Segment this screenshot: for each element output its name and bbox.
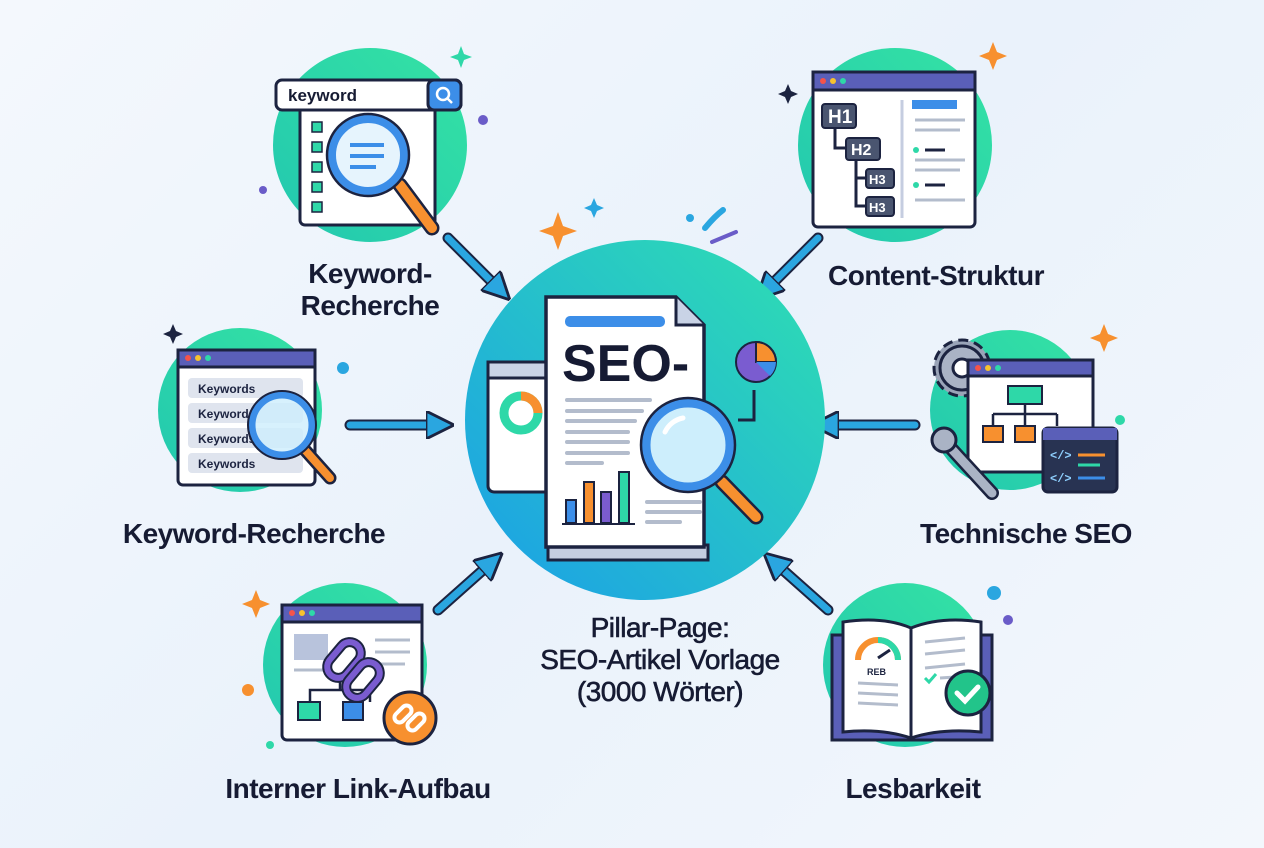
wrench-icon — [930, 426, 999, 500]
node-readability: REB — [823, 583, 994, 747]
keyword-item: Keywords — [198, 457, 256, 471]
label-content-structure: Content-Struktur — [828, 260, 1044, 291]
center-label-line: SEO-Artikel Vorlage — [540, 644, 781, 676]
label-technical-seo: Technische SEO — [920, 518, 1132, 549]
heading-h3: H3 — [869, 172, 886, 187]
center-label-line: Pillar-Page: — [590, 612, 730, 644]
label-line: Keyword- — [308, 258, 432, 289]
keyword-item: Keywords — [198, 407, 256, 421]
node-internal-linking — [263, 583, 438, 747]
arrow-bottom-left — [432, 562, 492, 616]
gauge-text: REB — [867, 667, 887, 677]
keyword-item: Keywords — [198, 382, 256, 396]
node-keyword-research-top: keyword — [273, 48, 467, 242]
chain-link-icon — [322, 637, 385, 703]
node-technical-seo: </> </> — [930, 330, 1119, 500]
label-readability: Lesbarkeit — [845, 773, 981, 804]
keyword-item: Keywords — [198, 432, 256, 446]
heading-h2: H2 — [851, 142, 872, 159]
arrow-bottom-right — [774, 562, 834, 616]
label-keyword-research-top: Keyword- Recherche — [270, 258, 470, 322]
center-pillar-page-illustration: SEO- — [465, 240, 825, 600]
node-content-structure: H1 H2 H3 H3 — [798, 48, 992, 242]
heading-h1: H1 — [828, 107, 853, 128]
center-label-line: (3000 Wörter) — [576, 676, 744, 708]
label-line: Recherche — [300, 290, 440, 321]
arrow-top-right — [766, 232, 824, 290]
center-document-heading: SEO- — [562, 335, 689, 393]
label-internal-linking: Interner Link-Aufbau — [225, 773, 491, 804]
code-glyph: </> — [1050, 449, 1072, 463]
code-glyph: </> — [1050, 472, 1072, 486]
node-keyword-research-list: Keywords Keywords Keywords Keywords — [158, 328, 337, 492]
arrow-top-left — [442, 232, 500, 290]
center-label: Pillar-Page: SEO-Artikel Vorlage (3000 W… — [480, 612, 840, 708]
heading-h3: H3 — [869, 200, 886, 215]
label-keyword-research-list: Keyword-Recherche — [122, 518, 386, 549]
arrows — [344, 232, 921, 616]
keyword-search-text: keyword — [288, 86, 357, 105]
